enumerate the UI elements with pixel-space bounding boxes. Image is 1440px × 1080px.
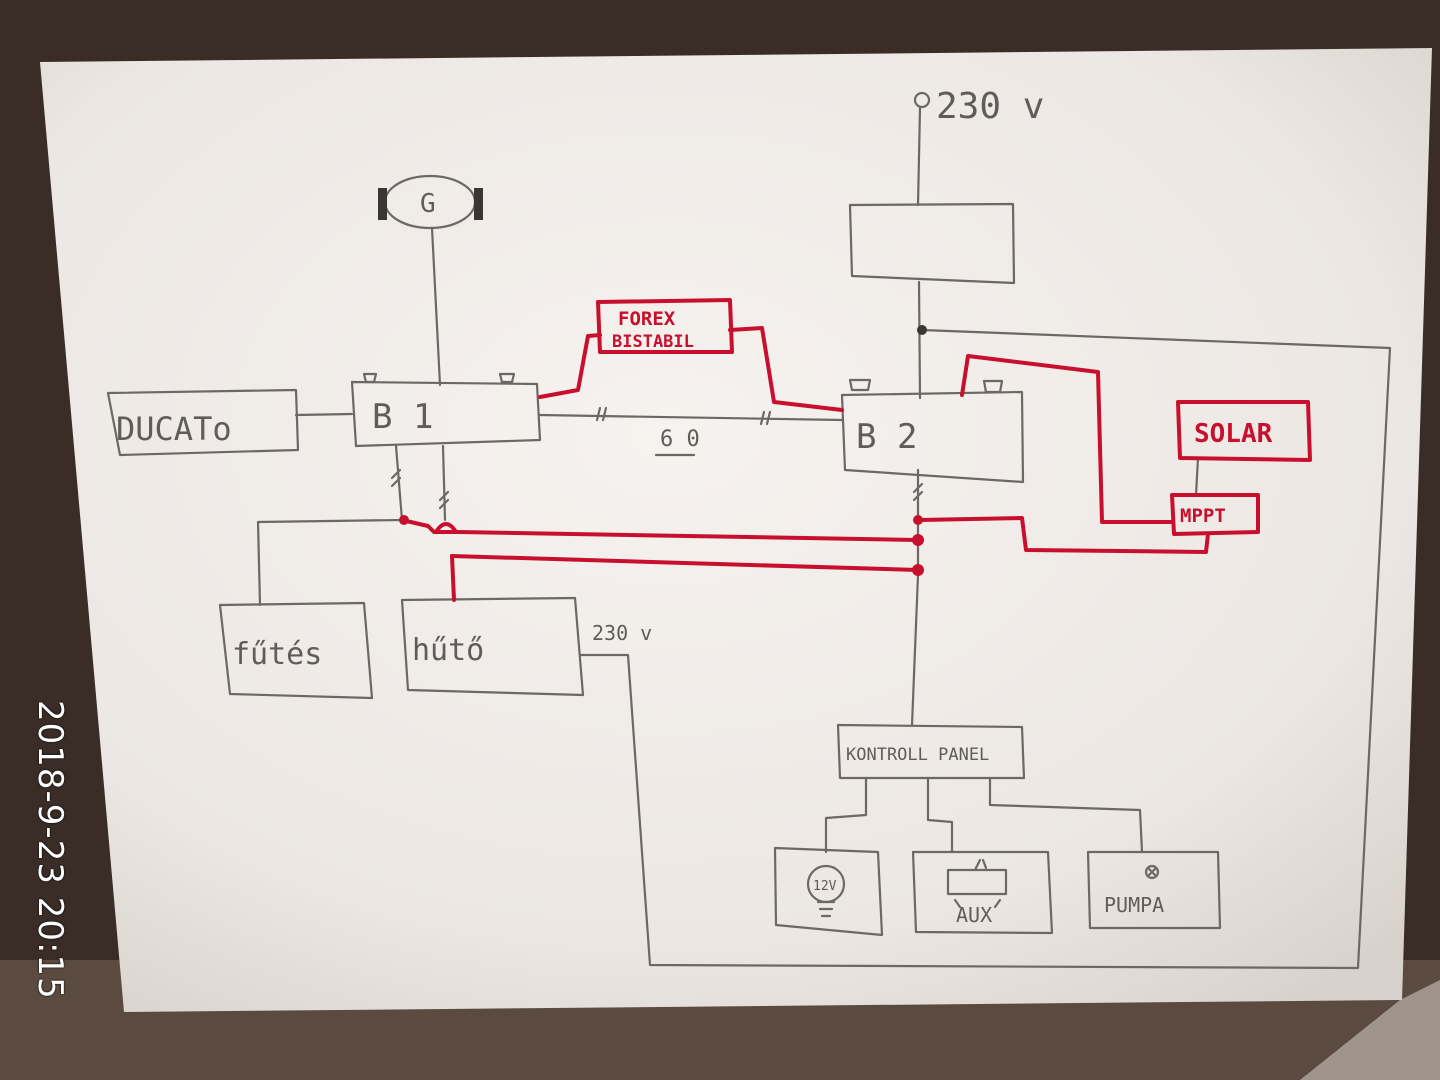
- huto-230v-label: 230 v: [592, 621, 652, 645]
- generator-left-cap-icon: [378, 188, 387, 220]
- fuse-tick: [390, 476, 402, 488]
- control-panel-box: [836, 723, 1026, 780]
- forex-label: FOREX: [618, 308, 676, 330]
- red-bridge: [434, 522, 458, 534]
- b2-terminal-icon: [982, 379, 1004, 394]
- solar-label: SOLAR: [1194, 419, 1273, 449]
- pump-icon: [1144, 864, 1160, 880]
- fuse-tick: [438, 498, 450, 510]
- red-wire-huto: [450, 554, 456, 602]
- wire-solar-mppt: [1194, 456, 1200, 497]
- fuse-tick: [438, 490, 450, 502]
- red-wire-mppt-bus: [918, 516, 1210, 554]
- wire-b1-generator-down: [441, 444, 447, 522]
- mains-terminal-icon: [913, 91, 931, 109]
- fuse-tick: [390, 468, 402, 480]
- pump-icon-cross: [1146, 866, 1158, 878]
- control-panel-label: KONTROLL PANEL: [846, 745, 989, 765]
- charger-box: [848, 202, 1016, 285]
- wire-cp-pumpa: [988, 776, 1144, 854]
- bistabil-label: BISTABIL: [612, 332, 694, 352]
- red-wire-forex-b2: [728, 326, 844, 412]
- junction-dot: [913, 515, 923, 525]
- b2-terminal-icon: [848, 378, 872, 392]
- wire-cp-light: [824, 776, 868, 854]
- red-bus-lower: [450, 554, 920, 572]
- wire-generator-b1: [430, 226, 442, 387]
- generator-label: G: [420, 189, 436, 219]
- mains-label: 230 v: [936, 86, 1044, 127]
- pumpa-box: [1086, 850, 1222, 930]
- huto-label: hűtő: [412, 633, 484, 668]
- futes-box: [218, 601, 374, 700]
- wire-b2-control-panel: [910, 573, 920, 727]
- generator-right-cap-icon: [474, 188, 483, 220]
- under-sheet: [1300, 980, 1440, 1080]
- wire-cp-aux: [926, 776, 954, 854]
- junction-dot: [912, 534, 924, 546]
- light-box: [773, 846, 884, 937]
- fuse-tick: [595, 406, 602, 422]
- junction-dot: [912, 564, 924, 576]
- junction-dot: [399, 515, 409, 525]
- light-label: 12V: [813, 879, 837, 894]
- aux-antenna-icon: [973, 858, 988, 872]
- huto-box: [400, 596, 585, 697]
- wire-charger-b2: [917, 280, 922, 400]
- ducato-label: DUCATo: [116, 410, 232, 448]
- b1-battery-box: [350, 380, 542, 448]
- fuse-tick: [912, 490, 924, 502]
- aux-label: AUX: [956, 903, 992, 927]
- fuse-tick: [759, 410, 766, 426]
- photo-timestamp: 2018-9-23 20:15: [30, 700, 70, 1000]
- wire-b1-b2: [538, 413, 844, 422]
- wire-230v-loop: [578, 328, 1392, 970]
- wire-ducato-b1: [294, 412, 354, 417]
- paper-sheet: [40, 48, 1432, 1012]
- aux-device-icon: [946, 868, 1008, 896]
- b1-terminal-icon: [362, 372, 378, 384]
- wire-mains-charger: [916, 106, 922, 207]
- futes-label: fűtés: [232, 637, 322, 672]
- fuse-tick: [765, 410, 772, 426]
- aux-box: [911, 850, 1054, 935]
- junction-dot: [917, 325, 927, 335]
- fuse-tick: [912, 482, 924, 494]
- b1-label: B 1: [372, 397, 433, 437]
- b2-label: B 2: [856, 417, 917, 457]
- solar-box: [1176, 400, 1312, 462]
- wire-b1-down: [394, 444, 404, 522]
- light-bulb-base-icon: [816, 900, 836, 918]
- aux-tick-icon: [953, 898, 1002, 909]
- red-wire-b1-forex: [538, 333, 602, 399]
- fuse-tick: [601, 406, 608, 422]
- fuse-label: 6 0: [660, 427, 700, 452]
- red-wire-mppt-b2-top: [960, 354, 1174, 524]
- mppt-label: MPPT: [1180, 505, 1226, 527]
- wire-futes-branch: [256, 518, 404, 607]
- b1-terminal-icon: [498, 372, 516, 384]
- pumpa-label: PUMPA: [1104, 893, 1164, 917]
- ducato-box: [106, 388, 300, 457]
